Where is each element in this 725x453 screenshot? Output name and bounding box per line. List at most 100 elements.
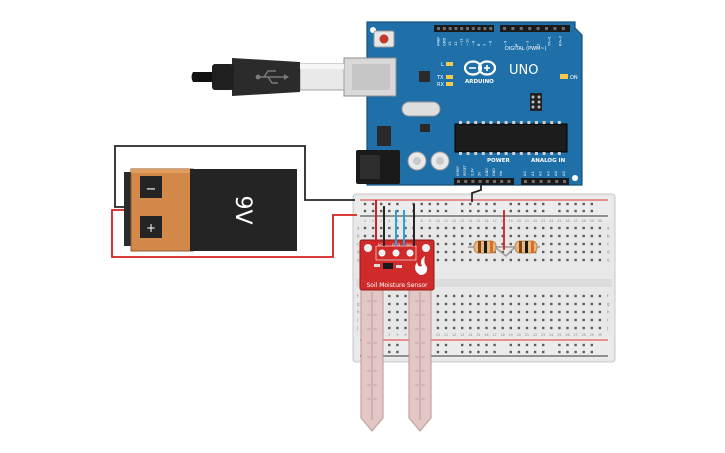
svg-text:21: 21 (525, 333, 529, 337)
wires (111, 145, 505, 258)
svg-text:11: 11 (444, 333, 448, 337)
svg-text:6: 6 (404, 219, 406, 223)
svg-text:27: 27 (574, 219, 578, 223)
battery-terminal-cap (124, 172, 134, 246)
power-pin-label: IOREF (456, 166, 460, 176)
svg-text:2: 2 (372, 219, 374, 223)
svg-text:14: 14 (468, 333, 472, 337)
svg-text:15: 15 (476, 333, 480, 337)
digital-pin-label: 12 (454, 41, 458, 46)
power-pin-label: GND (485, 168, 489, 176)
svg-text:3: 3 (380, 219, 382, 223)
sensor-pin-label-vcc: VCC (378, 243, 386, 247)
row-letter: h (607, 310, 610, 315)
mount-hole (572, 175, 578, 181)
led-l-label: L (441, 62, 444, 68)
row-letter: a (607, 226, 610, 231)
digital-pin-label: 8 (477, 43, 481, 46)
svg-text:18: 18 (501, 333, 505, 337)
led-rx-label: RX (437, 82, 444, 88)
svg-text:18: 18 (501, 219, 505, 223)
digital-header-left (434, 25, 494, 32)
svg-text:13: 13 (460, 333, 464, 337)
svg-text:17: 17 (493, 219, 497, 223)
row-letter: c (357, 242, 359, 247)
analog-pin-label: A2 (539, 171, 543, 176)
svg-text:5: 5 (396, 219, 398, 223)
digital-pin-label: ~11 (460, 38, 464, 46)
arduino-brand: ARDUINO (465, 79, 494, 85)
svg-text:4: 4 (388, 219, 390, 223)
svg-text:30: 30 (598, 219, 602, 223)
svg-text:4: 4 (388, 333, 390, 337)
svg-text:29: 29 (590, 219, 594, 223)
led-on-label: ON (570, 75, 578, 81)
svg-text:16: 16 (484, 219, 488, 223)
svg-text:29: 29 (590, 333, 594, 337)
svg-text:16: 16 (484, 333, 488, 337)
power-pin-label: 3.3V (470, 168, 474, 176)
svg-text:30: 30 (598, 333, 602, 337)
svg-text:28: 28 (582, 333, 586, 337)
power-pin-label: 5V (478, 171, 482, 176)
row-letter: j (356, 326, 358, 331)
svg-text:25: 25 (557, 219, 561, 223)
analog-pin-label: A5 (562, 171, 566, 176)
atmega-microcontroller (454, 123, 568, 153)
reset-button-cap[interactable] (379, 34, 389, 44)
svg-text:23: 23 (541, 333, 545, 337)
svg-text:1: 1 (364, 219, 366, 223)
sensor-chip (383, 263, 393, 269)
wire-battery-positive (111, 209, 357, 258)
svg-text:15: 15 (476, 219, 480, 223)
svg-text:12: 12 (452, 219, 456, 223)
svg-text:9: 9 (429, 219, 431, 223)
digital-pin-label: GND (442, 38, 446, 46)
digital-pin-label: 7 (483, 44, 487, 46)
svg-text:21: 21 (525, 219, 529, 223)
led-on (560, 74, 568, 79)
power-pin-label: GND (492, 168, 496, 176)
analog-pin-label: A1 (531, 171, 535, 176)
sparkfun-flame-icon (415, 256, 428, 275)
digital-pin-label: ~3 (526, 41, 530, 46)
row-letter: f (357, 294, 359, 299)
svg-text:24: 24 (549, 219, 553, 223)
wire-arduino-gnd (471, 185, 482, 202)
digital-pin-label: ~6 (489, 40, 493, 46)
svg-text:20: 20 (517, 219, 521, 223)
svg-text:24: 24 (549, 333, 553, 337)
battery-minus-label: − (146, 182, 157, 197)
digital-header-label: DIGITAL (PWM~) (505, 46, 547, 52)
digital-pin-label: ~9 (471, 40, 475, 46)
led-tx-label: TX (436, 75, 444, 81)
analog-header (521, 178, 569, 185)
svg-text:8: 8 (421, 219, 423, 223)
usb-symbol-icon (255, 70, 289, 84)
digital-pin-label: ~10 (466, 38, 470, 46)
digital-pin-label: ~5 (504, 41, 508, 46)
led-l (446, 62, 453, 66)
battery-body (190, 169, 297, 251)
led-tx (446, 75, 453, 79)
crystal-oscillator (401, 101, 441, 117)
power-pin-label: Vin (499, 171, 503, 176)
digital-pin-label: 2 (537, 44, 541, 46)
row-letter: b (607, 234, 610, 239)
icsp-header (530, 93, 542, 111)
usb-chip (419, 71, 430, 82)
svg-text:22: 22 (533, 333, 537, 337)
svg-text:11: 11 (444, 219, 448, 223)
svg-text:19: 19 (509, 333, 513, 337)
row-letter: i (607, 318, 608, 323)
row-letter: g (607, 302, 610, 307)
row-letter: f (607, 294, 609, 299)
row-letter: e (607, 258, 610, 263)
analog-pin-label: A4 (554, 171, 558, 176)
power-header (454, 178, 514, 185)
battery-minus-terminal (140, 176, 162, 198)
arduino-logo-icon (463, 60, 497, 76)
